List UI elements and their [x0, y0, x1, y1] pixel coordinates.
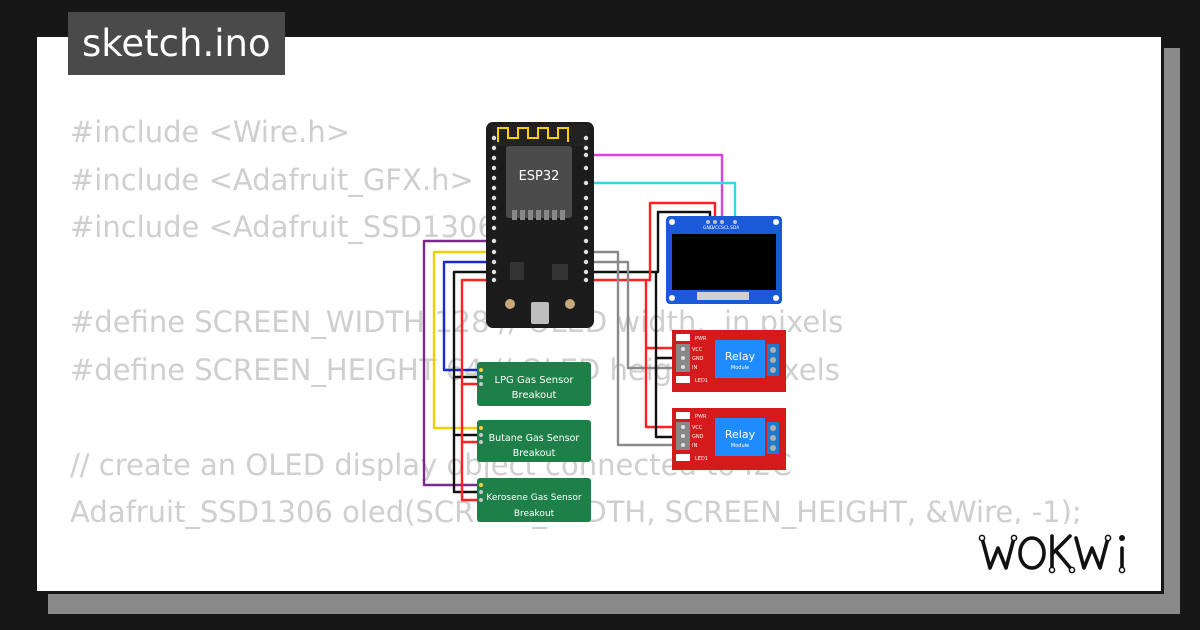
esp32-board: ESP32 — [486, 122, 594, 328]
wire-black-2 — [452, 377, 478, 437]
wire-black-1 — [452, 270, 494, 379]
wire-red-3 — [460, 442, 478, 502]
wire-red-2 — [460, 384, 478, 444]
svg-text:PWR: PWR — [695, 414, 707, 420]
sensor-lpg: LPG Gas Sensor Breakout — [477, 362, 591, 406]
file-tab[interactable]: sketch.ino — [68, 12, 285, 75]
relay-title: Relay — [725, 428, 756, 441]
svg-text:LPG Gas Sensor: LPG Gas Sensor — [494, 375, 574, 386]
preview-card: #include <Wire.h> #include <Adafruit_GFX… — [34, 34, 1164, 594]
code-line: #include <Wire.h> — [70, 115, 351, 149]
esp32-label: ESP32 — [519, 169, 560, 184]
wire-yellow — [432, 250, 494, 430]
svg-text:Module: Module — [731, 443, 749, 449]
wire-relay2-vcc — [644, 348, 676, 429]
oled-pin-scl: SCL — [721, 225, 730, 231]
svg-text:PWR: PWR — [695, 336, 707, 342]
svg-text:GND: GND — [692, 356, 704, 362]
oled-pin-gnd: GND — [703, 225, 714, 231]
wire-relay2-in — [586, 250, 676, 447]
svg-text:Breakout: Breakout — [512, 390, 557, 401]
wire-sda — [586, 181, 737, 220]
code-line: #include <Adafruit_GFX.h> — [70, 162, 474, 197]
code-line: int Buzzer = 13; — [70, 584, 1082, 591]
code-line: #define SCREEN_WIDTH 128 // OLED width, … — [70, 305, 844, 339]
wire-scl — [586, 153, 724, 220]
sensor-kerosene: Kerosene Gas Sensor Breakout — [477, 478, 591, 522]
relay-module-1: PWR VCC GND IN LED1 Relay Module — [672, 330, 786, 392]
oled-display: GND VCC SCL SDA — [666, 216, 782, 304]
wire-red-1 — [460, 278, 494, 386]
svg-text:VCC: VCC — [692, 425, 703, 431]
svg-text:GND: GND — [692, 434, 704, 440]
sensor-butane: Butane Gas Sensor Breakout — [477, 420, 591, 462]
svg-text:IN: IN — [692, 443, 697, 449]
relay-module-2: PWR VCC GND IN LED1 Relay Module — [672, 408, 786, 470]
svg-text:Breakout: Breakout — [513, 448, 556, 459]
wire-relay2-gnd — [654, 358, 676, 439]
wire-black-3 — [452, 435, 478, 494]
svg-text:IN: IN — [692, 365, 697, 371]
svg-text:VCC: VCC — [692, 347, 703, 353]
relay-title: Relay — [725, 350, 756, 363]
wire-relay1-in — [586, 260, 676, 370]
wokwi-logo[interactable] — [976, 524, 1151, 580]
svg-text:Butane Gas Sensor: Butane Gas Sensor — [489, 433, 580, 444]
wire-purple — [422, 239, 494, 487]
svg-text:LED1: LED1 — [695, 456, 708, 462]
wire-oled-gnd — [586, 210, 712, 274]
svg-text:Module: Module — [731, 365, 749, 371]
svg-text:Kerosene Gas Sensor: Kerosene Gas Sensor — [486, 493, 582, 503]
svg-text:Breakout: Breakout — [514, 509, 555, 519]
oled-pin-vcc: VCC — [712, 225, 721, 231]
wires — [422, 153, 737, 502]
svg-text:LED1: LED1 — [695, 378, 708, 384]
oled-pin-sda: SDA — [730, 225, 740, 231]
